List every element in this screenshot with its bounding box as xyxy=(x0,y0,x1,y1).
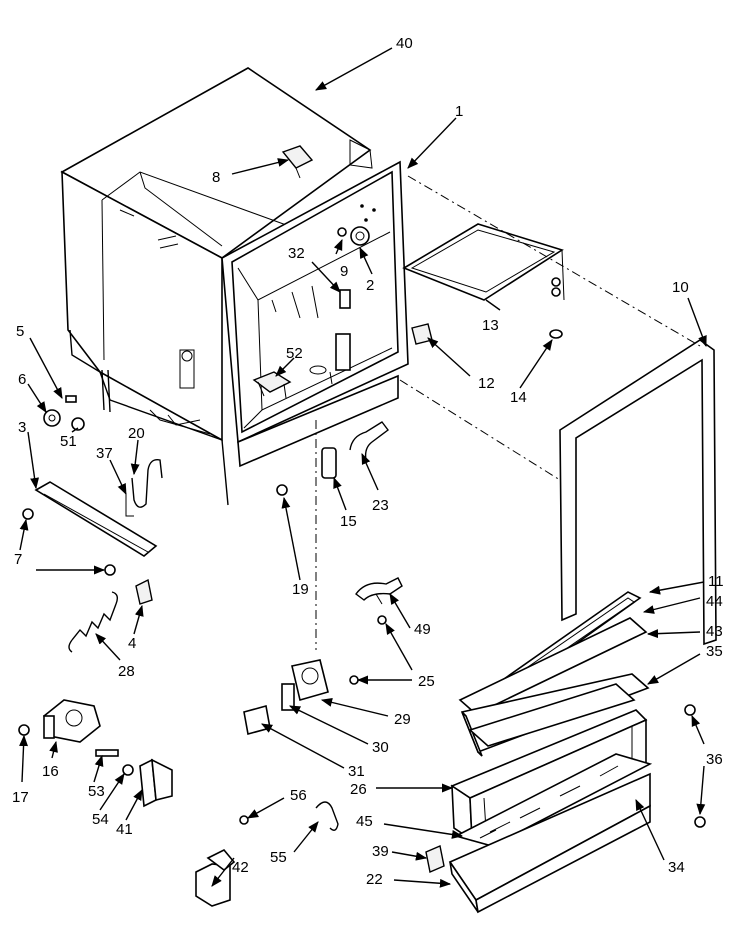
left-parts xyxy=(22,369,163,653)
callout-5: 5 xyxy=(16,323,24,340)
callout-23: 23 xyxy=(372,497,389,514)
callout-22: 22 xyxy=(366,871,383,888)
clip-12 xyxy=(411,323,433,345)
callout-9: 9 xyxy=(340,263,348,280)
callout-1: 1 xyxy=(455,103,463,120)
callout-15: 15 xyxy=(340,513,357,530)
callout-42: 42 xyxy=(232,859,249,876)
callout-43: 43 xyxy=(706,623,723,640)
callout-54: 54 xyxy=(92,811,109,828)
callout-labels: 40 1 8 32 9 2 52 12 13 14 10 11 44 43 35… xyxy=(12,35,724,888)
callout-56: 56 xyxy=(290,787,307,804)
callout-7: 7 xyxy=(14,551,22,568)
callout-8: 8 xyxy=(212,169,220,186)
callout-35: 35 xyxy=(706,643,723,660)
valve-assembly xyxy=(243,659,359,736)
lower-left-parts xyxy=(95,749,339,907)
callout-26: 26 xyxy=(350,781,367,798)
callout-53: 53 xyxy=(88,783,105,800)
callout-44: 44 xyxy=(706,593,723,610)
callout-36: 36 xyxy=(706,751,723,768)
callout-40: 40 xyxy=(396,35,413,52)
callout-34: 34 xyxy=(668,859,685,876)
callout-49: 49 xyxy=(414,621,431,638)
callout-25: 25 xyxy=(418,673,435,690)
callout-10: 10 xyxy=(672,279,689,296)
callout-19: 19 xyxy=(292,581,309,598)
tub-assembly xyxy=(60,67,409,506)
callout-20: 20 xyxy=(128,425,145,442)
lower-tub-parts xyxy=(252,289,351,399)
callout-13: 13 xyxy=(482,317,499,334)
callout-52: 52 xyxy=(286,345,303,362)
callout-37: 37 xyxy=(96,445,113,462)
callout-39: 39 xyxy=(372,843,389,860)
callout-17: 17 xyxy=(12,789,29,806)
front-rail xyxy=(237,374,399,468)
callout-28: 28 xyxy=(118,663,135,680)
callout-14: 14 xyxy=(510,389,527,406)
callout-4: 4 xyxy=(128,635,136,652)
callout-41: 41 xyxy=(116,821,133,838)
callout-51: 51 xyxy=(60,433,77,450)
callout-29: 29 xyxy=(394,711,411,728)
callout-3: 3 xyxy=(18,419,26,436)
callout-6: 6 xyxy=(18,371,26,388)
callout-2: 2 xyxy=(366,277,374,294)
leader-lines xyxy=(19,47,707,888)
callout-11: 11 xyxy=(708,573,724,590)
callout-30: 30 xyxy=(372,739,389,756)
top-bracket xyxy=(281,145,314,179)
callout-45: 45 xyxy=(356,813,373,830)
callout-32: 32 xyxy=(288,245,305,262)
door-panels xyxy=(425,591,706,914)
callout-31: 31 xyxy=(348,763,365,780)
callout-16: 16 xyxy=(42,763,59,780)
panel-13 xyxy=(402,223,565,339)
vent-and-screws xyxy=(337,204,376,246)
lower-front-parts xyxy=(276,421,389,496)
callout-12: 12 xyxy=(478,375,495,392)
callout-55: 55 xyxy=(270,849,287,866)
bracket-49 xyxy=(355,577,403,625)
frame-tube-10 xyxy=(559,339,717,646)
motor-16 xyxy=(18,699,101,743)
